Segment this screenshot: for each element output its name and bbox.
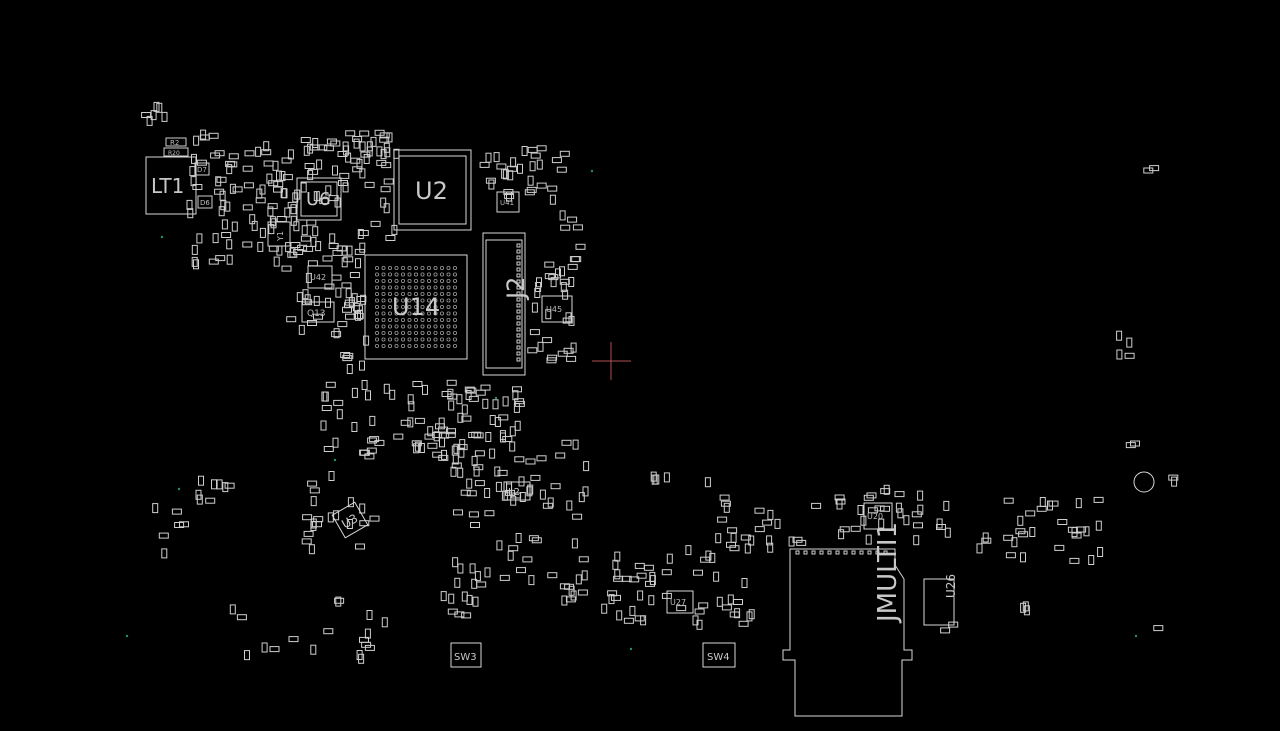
component-lt1[interactable]: LT1	[145, 156, 197, 215]
component-u14[interactable]: U14	[364, 254, 468, 360]
component-d7[interactable]: D7	[194, 162, 210, 176]
svg-text:U42: U42	[310, 273, 326, 282]
label-u6: U6	[306, 189, 331, 210]
svg-text:R20: R20	[168, 150, 180, 157]
component-q13[interactable]: Q13	[301, 301, 335, 323]
component-r2[interactable]: R2	[165, 137, 187, 147]
component-u20[interactable]: U20	[863, 502, 893, 530]
u14-ball-grid	[374, 265, 457, 348]
svg-text:SW3: SW3	[454, 652, 477, 663]
label-jmulti1: JMULTI1	[873, 522, 903, 624]
label-j2: J2	[502, 277, 530, 301]
component-u41[interactable]: U41	[496, 191, 520, 213]
component-u45[interactable]: U45	[541, 295, 573, 323]
svg-text:U45: U45	[546, 305, 562, 314]
component-u42[interactable]: U42	[307, 265, 333, 289]
component-sw4[interactable]: SW4	[702, 642, 736, 668]
svg-text:U27: U27	[670, 598, 686, 607]
vias	[125, 169, 1138, 651]
component-d6[interactable]: D6	[197, 195, 213, 209]
component-y1[interactable]: Y1	[267, 221, 291, 247]
component-u2[interactable]: U2	[393, 149, 472, 231]
jmulti1-pins	[795, 550, 888, 555]
j2-pins	[516, 243, 521, 362]
label-lt1: LT1	[151, 174, 184, 198]
svg-text:L2: L2	[508, 487, 520, 498]
svg-text:D6: D6	[200, 199, 210, 207]
svg-text:Q13: Q13	[307, 309, 326, 319]
round-part[interactable]	[1133, 471, 1155, 493]
svg-text:U26: U26	[944, 574, 958, 598]
svg-text:D7: D7	[197, 166, 207, 174]
component-sw3[interactable]: SW3	[450, 642, 482, 668]
component-l2[interactable]: L2	[503, 481, 531, 501]
svg-text:SW4: SW4	[707, 652, 730, 663]
svg-text:U20: U20	[867, 512, 883, 521]
svg-text:U41: U41	[500, 199, 514, 207]
svg-text:R2: R2	[170, 139, 179, 147]
component-u26[interactable]: U26	[923, 574, 958, 626]
component-u27[interactable]: U27	[666, 590, 694, 614]
component-jmulti1[interactable]: JMULTI1	[782, 522, 913, 717]
crosshair-cursor	[592, 342, 631, 380]
component-r20[interactable]: R20	[163, 147, 189, 157]
svg-text:Y1: Y1	[276, 231, 285, 242]
component-j2[interactable]: J2	[482, 232, 530, 376]
label-u14: U14	[392, 293, 440, 321]
component-u6[interactable]: U6	[296, 177, 342, 221]
label-u2: U2	[415, 177, 448, 205]
svg-text:U3: U3	[339, 511, 360, 531]
